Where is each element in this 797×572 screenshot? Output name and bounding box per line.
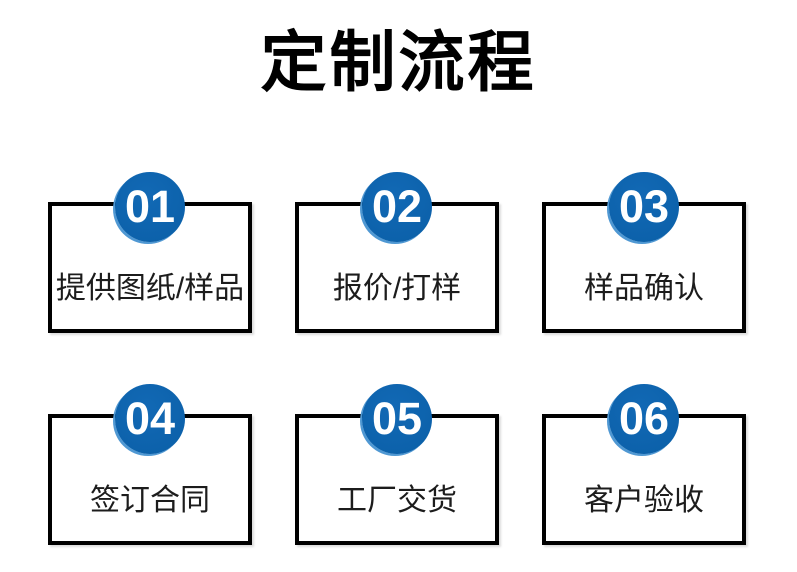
- step-box: 样品确认: [542, 202, 746, 333]
- step-number-badge: 03: [609, 172, 679, 242]
- step-card-3: 03 样品确认: [542, 172, 746, 333]
- step-card-6: 06 客户验收: [542, 384, 746, 545]
- step-number-badge: 05: [362, 384, 432, 454]
- step-number-badge: 06: [609, 384, 679, 454]
- step-label: 签订合同: [90, 483, 210, 517]
- step-card-1: 01 提供图纸/样品: [48, 172, 252, 333]
- step-label: 样品确认: [584, 271, 704, 305]
- step-card-4: 04 签订合同: [48, 384, 252, 545]
- step-label: 提供图纸/样品: [55, 271, 245, 305]
- step-number-badge: 04: [115, 384, 185, 454]
- step-card-5: 05 工厂交货: [295, 384, 499, 545]
- step-label: 客户验收: [584, 483, 704, 517]
- step-card-2: 02 报价/打样: [295, 172, 499, 333]
- step-number-badge: 02: [362, 172, 432, 242]
- step-label: 报价/打样: [332, 271, 462, 305]
- page-title: 定制流程: [260, 25, 537, 99]
- steps-grid: 01 提供图纸/样品 02 报价/打样 03 样品确认 04 签订合同 05: [48, 172, 746, 545]
- step-label: 工厂交货: [337, 483, 457, 517]
- step-number-badge: 01: [115, 172, 185, 242]
